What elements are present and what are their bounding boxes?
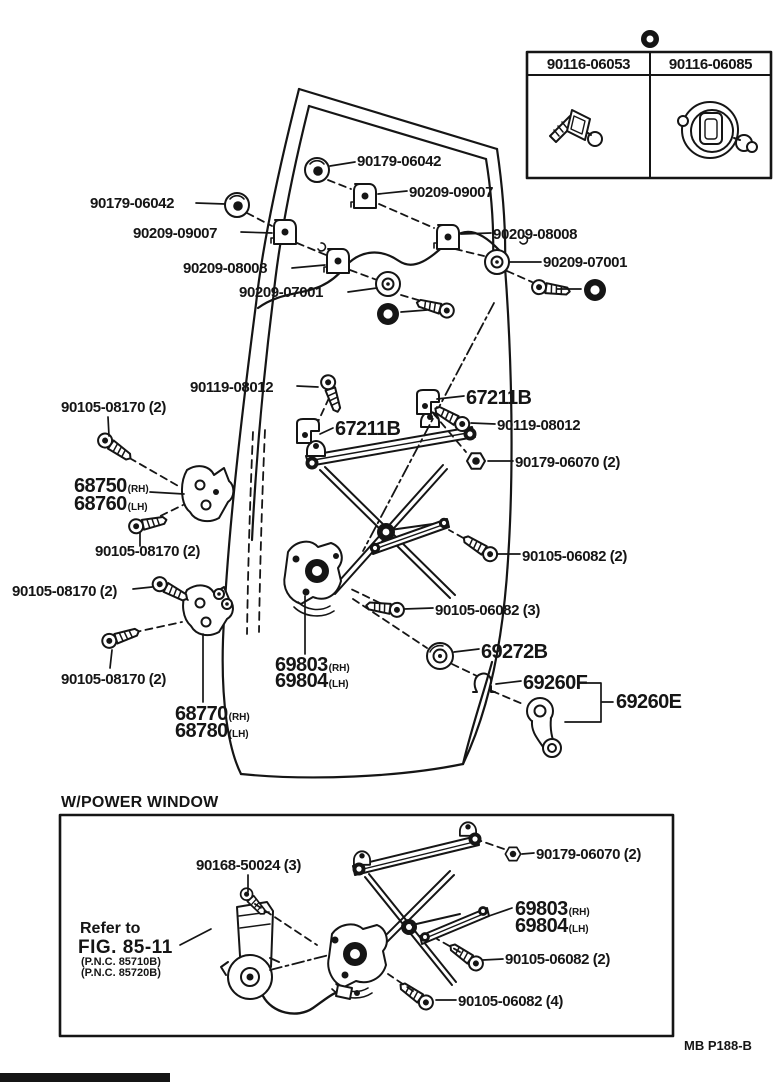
part-label-67211B-a: 67211B [466,387,532,409]
bolt-icon [414,294,457,321]
part-label-90119-08012-a: 90119-08012 [190,379,274,396]
leader-lines-power [179,852,535,1001]
part-label-90179-06070-box: 90179-06070 (2) [536,846,641,863]
leader-lines-main [107,161,614,723]
black-ring-icon [376,302,400,326]
clip-icon [433,224,460,250]
part-label-68760: 68760(LH) [74,493,148,515]
part-label-68770: 68770(RH) [175,703,250,725]
nut-icon [504,846,522,862]
clip-icon [323,248,350,274]
bolt-icon [445,938,487,975]
bolt-icon [99,623,142,651]
inset-parts-table [525,50,773,180]
part-label-90119-08012-b: 90119-08012 [497,417,581,434]
screw-with-washer-icon [549,109,603,147]
bracket-icon [296,418,320,444]
part-label-90209-09007-b: 90209-09007 [133,225,218,242]
part-label-90179-06042-a: 90179-06042 [357,153,442,170]
small-parts-main [94,30,659,758]
refer-note-line1: Refer to [80,920,141,937]
refer-note-line2: FIG. 85-11 [78,937,173,958]
part-label-90105-06082-2-box: 90105-06082 (2) [505,951,610,968]
part-label-90105-06082-2: 90105-06082 (2) [522,548,627,565]
handle-clip-icon [472,672,496,693]
part-label-69804-main: 69804(LH) [275,670,349,692]
power-window-motor [220,901,360,1015]
bolt-icon [126,511,169,536]
part-label-69272B: 69272B [481,641,548,663]
part-label-90105-06082-4-box: 90105-06082 (4) [458,993,563,1010]
table-part-no-90116-06053: 90116-06053 [546,56,631,73]
grommet-icon [224,192,250,218]
part-label-90209-07001-a: 90209-07001 [543,254,628,271]
power-window-box-title: W/POWER WINDOW [61,794,219,811]
grommet-with-screw-icon [677,101,758,159]
part-label-90209-07001-b: 90209-07001 [239,284,324,301]
power-window-box [58,813,675,1038]
washer-icon [426,642,454,670]
clip-icon [270,219,297,245]
assembly-dash-lines-power [254,840,505,992]
part-label-90179-06042-b: 90179-06042 [90,195,175,212]
part-label-69260E: 69260E [616,691,682,713]
part-label-90105-08170-a: 90105-08170 (2) [61,399,166,416]
part-label-69804-box: 69804(LH) [515,915,589,937]
door-hinge-upper [181,465,235,523]
part-label-90105-08170-b: 90105-08170 (2) [95,543,200,560]
door-hinge-lower [182,584,234,637]
scan-edge-bar [0,1073,170,1082]
bolt-icon [94,429,136,466]
refer-note-line3: (P.N.C. 85710B) [81,956,161,968]
part-label-67211B-b: 67211B [335,418,401,440]
part-label-90209-08008-a: 90209-08008 [493,226,578,243]
clip-icon [350,183,377,209]
part-label-68750: 68750(RH) [74,475,149,497]
part-label-68780: 68780(LH) [175,720,249,742]
part-label-90209-08008-b: 90209-08008 [183,260,268,277]
part-label-90105-08170-c: 90105-08170 (2) [12,583,117,600]
part-label-69803-main: 69803(RH) [275,654,350,676]
refer-note-line4: (P.N.C. 85720B) [81,967,161,979]
part-label-90209-09007-a: 90209-09007 [409,184,494,201]
window-regulator-main [283,411,478,617]
part-label-69260F: 69260F [523,672,588,694]
figure-code: MB P188-B [684,1038,752,1053]
nut-icon [466,452,486,470]
part-label-90168-50024: 90168-50024 (3) [196,857,301,874]
window-regulator-power [327,821,490,999]
part-label-69803-box: 69803(RH) [515,898,590,920]
table-part-no-90116-06085: 90116-06085 [668,56,753,73]
black-ring-icon [583,278,607,302]
grommet-icon [304,157,330,183]
bolt-icon [459,530,501,565]
crank-handle-icon [526,697,562,758]
bolt-icon [149,573,192,606]
part-label-90179-06070: 90179-06070 (2) [515,454,620,471]
ring-icon [484,249,510,275]
bolt-icon [318,372,346,415]
part-label-90105-06082-3: 90105-06082 (3) [435,602,540,619]
ring-icon [375,271,401,297]
center-axis-dash [362,302,495,552]
part-label-90105-08170-d: 90105-08170 (2) [61,671,166,688]
assembly-dash-lines [118,179,533,706]
bolt-icon [364,597,406,619]
